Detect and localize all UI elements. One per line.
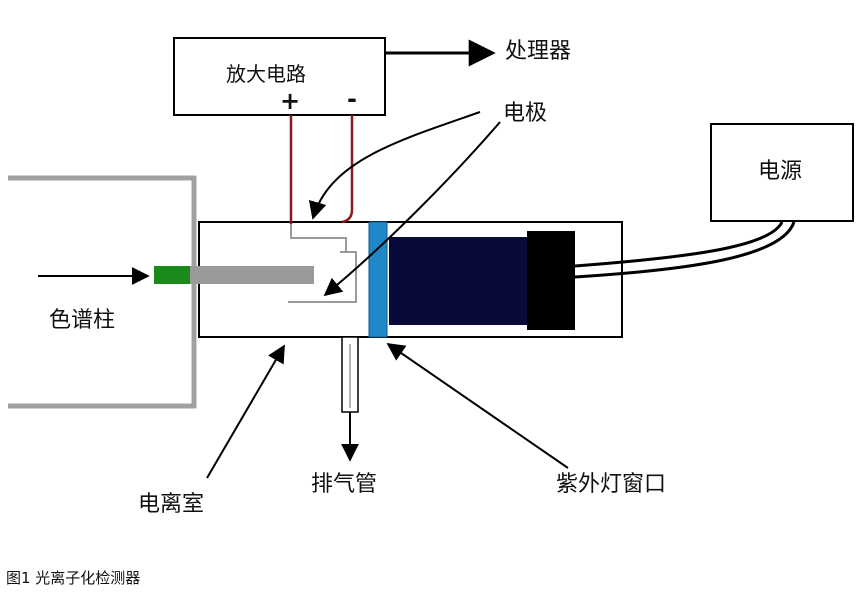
power-supply-box [710, 123, 854, 222]
amplifier-label: 放大电路 [226, 62, 306, 86]
electrode-arrow-top [308, 111, 481, 220]
column-label: 色谱柱 [49, 308, 116, 333]
uv-lamp-cap [527, 231, 575, 330]
amplifier-minus-sign: - [347, 85, 357, 113]
amplifier-box [173, 37, 386, 116]
electrode-bottom [288, 251, 357, 303]
uv-lamp-body [389, 237, 527, 325]
uv-window-arrow [386, 342, 569, 469]
uv-window-label: 紫外灯窗口 [556, 472, 667, 497]
amplifier-plus-sign: + [280, 87, 301, 115]
processor-label: 处理器 [505, 39, 572, 64]
column-inlet [154, 266, 190, 284]
column-capillary [190, 266, 314, 284]
power-cable-lower [574, 221, 796, 279]
uv-window [368, 221, 388, 338]
wire-minus [341, 115, 354, 224]
electrode-arrow-bottom [323, 121, 501, 297]
power-label: 电源 [758, 159, 803, 184]
column-oven-frame [8, 175, 197, 409]
chamber-label: 电离室 [138, 492, 205, 517]
power-cable-upper [574, 221, 784, 268]
exhaust-label: 排气管 [311, 472, 378, 497]
chamber-arrow [206, 344, 285, 479]
figure-caption: 图1 光离子化检测器 [6, 569, 141, 587]
electrode-label: 电极 [503, 101, 548, 126]
